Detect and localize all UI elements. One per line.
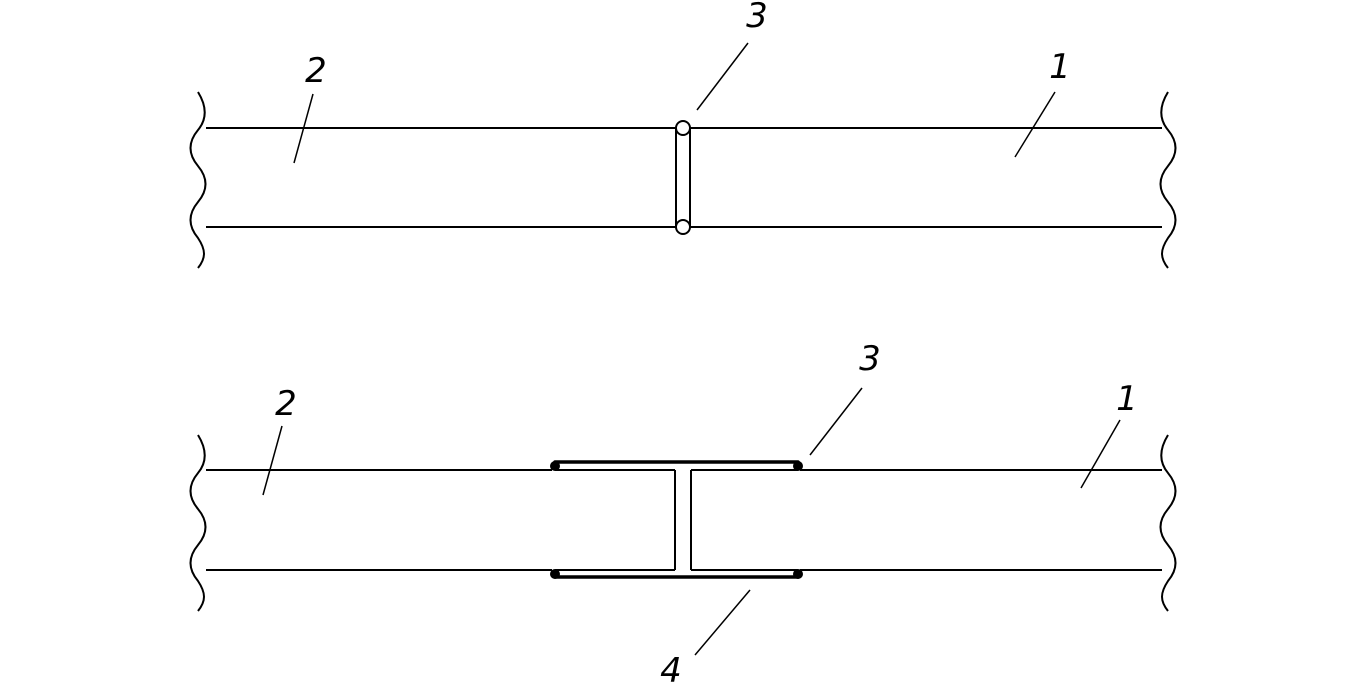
label-1: 1 xyxy=(1049,47,1071,87)
right-break-line xyxy=(1159,91,1177,269)
upper-view: 2 1 3 xyxy=(189,0,1177,269)
leader-line-2 xyxy=(262,425,283,496)
leader-line-3 xyxy=(809,387,863,456)
label-2: 2 xyxy=(305,51,327,91)
weld-beads xyxy=(550,461,803,579)
label-4: 4 xyxy=(660,651,682,687)
label-2: 2 xyxy=(275,384,297,424)
h-connector xyxy=(553,460,800,579)
right-break-line xyxy=(1159,434,1177,612)
leader-line-2 xyxy=(293,93,314,164)
leader-line-4 xyxy=(694,589,751,656)
leader-line-3 xyxy=(696,42,749,111)
leader-line-1 xyxy=(1014,91,1056,158)
lower-view: 2 1 3 4 xyxy=(189,339,1177,687)
label-3: 3 xyxy=(859,339,881,379)
leader-line-1 xyxy=(1080,419,1121,489)
left-break-line xyxy=(189,91,207,269)
label-1: 1 xyxy=(1116,379,1138,419)
label-3: 3 xyxy=(746,0,768,36)
left-break-line xyxy=(189,434,207,612)
weld-seam xyxy=(675,120,691,235)
